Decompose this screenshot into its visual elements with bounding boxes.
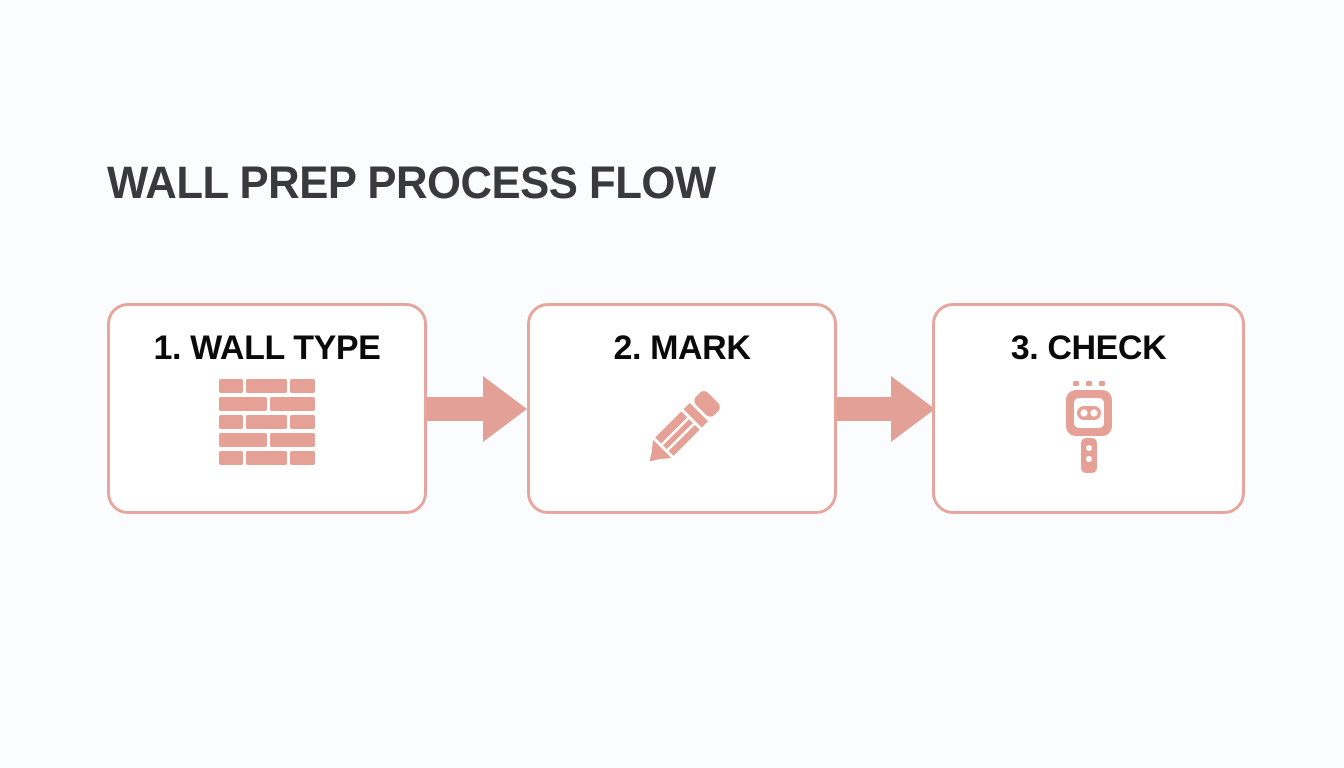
flow-step-card-1[interactable]: 1. WALL TYPE — [107, 303, 427, 514]
pencil-icon — [636, 383, 728, 475]
flow-step-label-2: 2. MARK — [613, 329, 751, 367]
arrow-right-icon — [427, 375, 527, 442]
page-title: WALL PREP PROCESS FLOW — [107, 157, 716, 208]
flow-step-card-3[interactable]: 3. CHECK — [932, 303, 1245, 514]
flow-step-label-3: 3. CHECK — [1010, 329, 1167, 367]
flow-step-card-2[interactable]: 2. MARK — [527, 303, 837, 514]
flow-step-label-1: 1. WALL TYPE — [153, 329, 381, 367]
flow-connector-2 — [834, 375, 935, 442]
brick-wall-icon — [219, 378, 315, 472]
stud-finder-icon — [1059, 380, 1119, 473]
flow-connector-1 — [427, 375, 527, 442]
arrow-right-icon — [834, 375, 935, 442]
process-flow-row: 1. WALL TYPE — [107, 303, 1245, 514]
